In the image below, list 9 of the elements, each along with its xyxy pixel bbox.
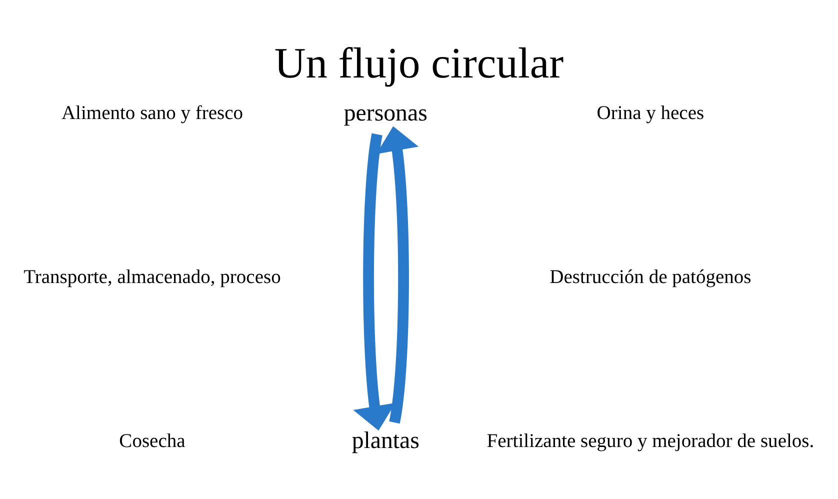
label: Orina y heces: [596, 102, 704, 124]
label: Destrucción de patógenos: [550, 266, 752, 288]
diagram-title: Un flujo circular: [274, 38, 564, 87]
label: Cosecha: [119, 430, 186, 452]
label: Fertilizante seguro y mejorador de suelos.: [486, 430, 814, 452]
label: Alimento sano y fresco: [61, 102, 244, 124]
node-text: personas: [344, 100, 428, 126]
label: Transporte, almacenado, proceso: [24, 266, 281, 288]
node-text: plantas: [352, 428, 420, 454]
